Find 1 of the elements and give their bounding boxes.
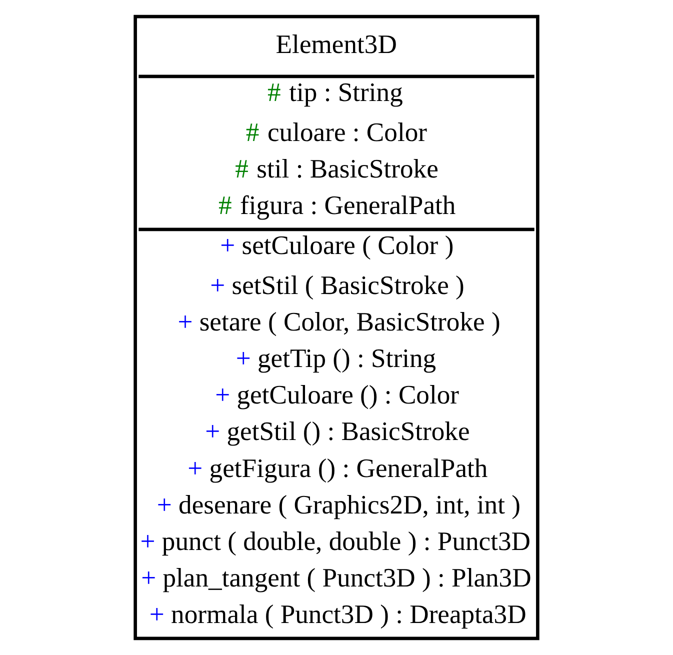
node-box: Element3D # tip : String # culoare : Color # stil : BasicStroke # figura : GeneralPath + setCuloare ( Color ) + setStil ( BasicStroke ) + setare ( Color, BasicStroke ) + getTip () : String + getCuloare () : Color + getStil () : BasicStroke + getFigura () : GeneralPath + desenare ( Graphics2D, int, int ) + punct ( double, double ) : Punct3D + plan_tangent ( Punct3D ) : Plan3D + normala ( Punct3D ) : Dreapta3D bbox=[134, 14, 540, 640]
